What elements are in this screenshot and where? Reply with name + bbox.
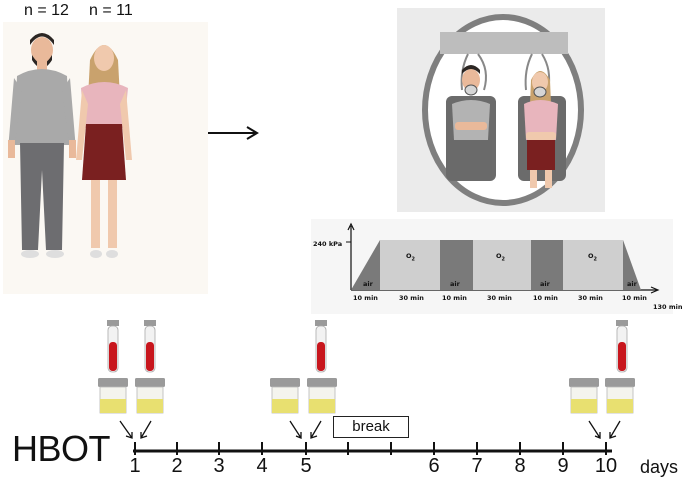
blood-tube-icon [314,319,328,373]
day-label: 5 [300,455,312,477]
timeline-ticks [134,442,607,455]
day-label: 3 [213,455,225,477]
segment-gas-label: air [363,280,373,288]
segment-duration-label: 10 min [353,294,378,302]
day-label: 7 [471,455,483,477]
blood-tube-icon [106,319,120,373]
segment-gas-label: O2 [588,252,598,263]
hbot-label: HBOT [12,428,111,469]
y-axis-label: 240 kPa [313,240,343,248]
segment-duration-label: 10 min [622,294,647,302]
urine-cup-icon [604,377,636,414]
urine-cup-icon [269,377,301,414]
day-label: 10 [594,455,618,477]
woman-figure [76,45,132,258]
urine-cup-icon [134,377,166,414]
segment-gas-label: air [627,280,637,288]
blood-tube-icon [143,319,157,373]
urine-cup-icon [97,377,129,414]
day-label: 8 [514,455,526,477]
break-box: break [333,416,409,438]
segment-duration-label: 10 min [533,294,558,302]
urine-cup-icon [306,377,338,414]
day-label: 4 [256,455,268,477]
segment-gas-label: O2 [496,252,506,263]
day-label: 9 [557,455,569,477]
women-group-label: n = 11 [89,2,133,19]
segment-duration-label: 30 min [578,294,603,302]
days-axis-label: days [640,457,679,477]
segment-duration-label: 10 min [442,294,467,302]
x-axis-end-label: 130 min [653,303,683,311]
blood-tube-icon [615,319,629,373]
men-group-label: n = 12 [24,2,69,19]
segment-o2-2 [473,240,531,290]
sample-arrows [119,420,621,439]
segment-duration-label: 30 min [399,294,424,302]
segment-air-1 [351,240,380,290]
segment-gas-label: air [540,280,550,288]
segment-o2-1 [380,240,440,290]
day-label: 2 [171,455,183,477]
segment-gas-label: O2 [406,252,416,263]
segment-air-3 [531,240,563,290]
day-label: 1 [129,455,141,477]
urine-cup-icon [568,377,600,414]
man-figure [8,33,76,258]
segment-air-2 [440,240,473,290]
segment-duration-label: 30 min [487,294,512,302]
day-label: 6 [428,455,440,477]
right-arrow-icon [208,126,259,140]
segment-gas-label: air [450,280,460,288]
segment-air-4 [623,240,641,290]
segment-o2-3 [563,240,623,290]
